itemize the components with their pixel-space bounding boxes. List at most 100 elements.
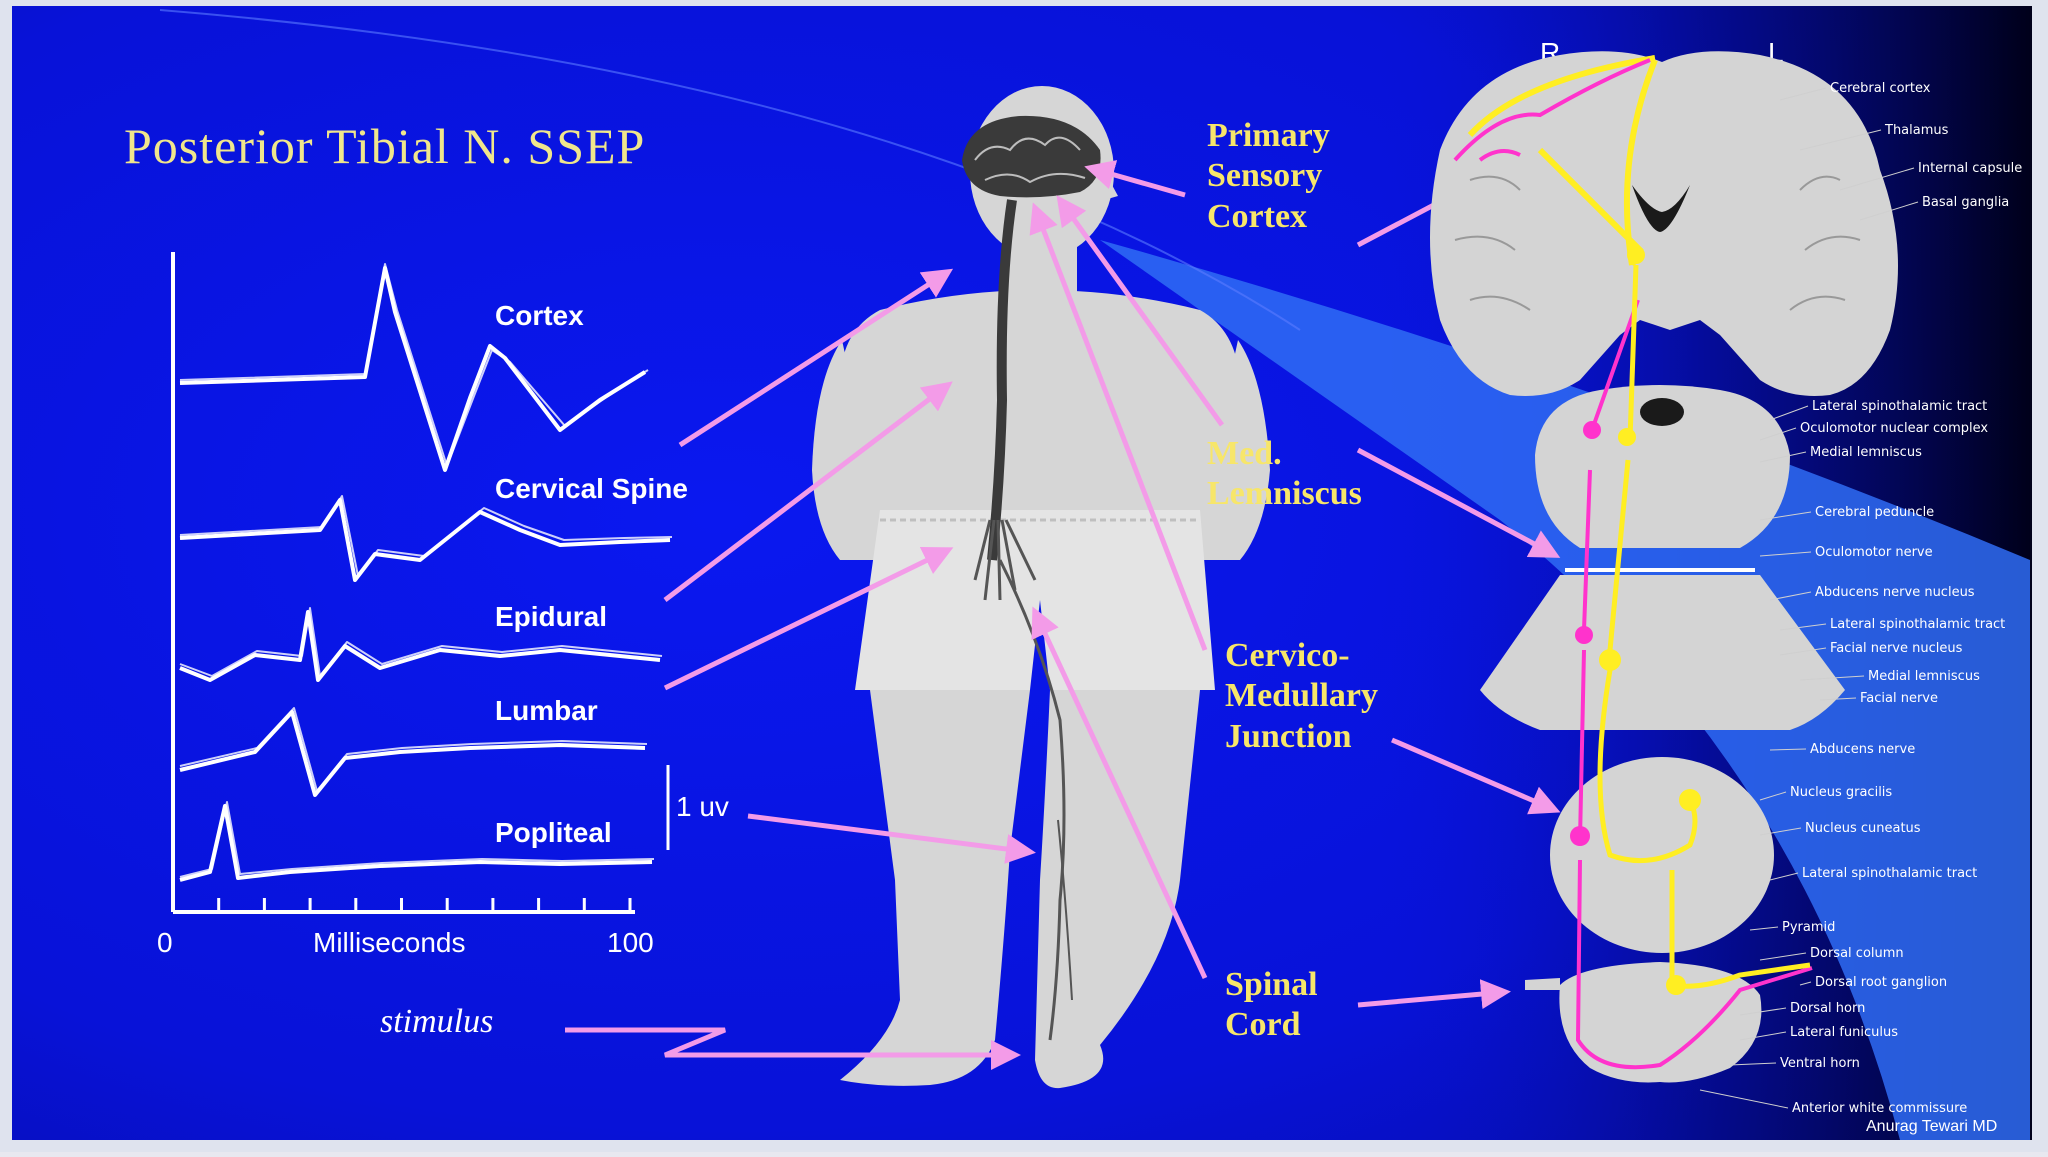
anatomy-leader-line bbox=[1749, 926, 1779, 931]
arrow-stimulus bbox=[565, 1027, 1021, 1070]
callout-primary-sensory-cortex: Primary Sensory Cortex bbox=[1207, 117, 1330, 235]
thalamus-node bbox=[1627, 246, 1645, 264]
anatomy-leader-line bbox=[1739, 1031, 1787, 1041]
anatomy-leader-line bbox=[1799, 129, 1882, 151]
callout-line: Med. bbox=[1207, 435, 1282, 472]
anatomy-label: Pyramid bbox=[1782, 920, 1835, 935]
human-figure bbox=[812, 86, 1270, 1089]
callout-spinal-cord: Spinal Cord bbox=[1225, 966, 1318, 1043]
arrow-spinal-cord-figure bbox=[1031, 606, 1208, 980]
anatomy-label: Medial lemniscus bbox=[1868, 669, 1980, 684]
anatomy-label: Medial lemniscus bbox=[1810, 445, 1922, 460]
figure-right-leg bbox=[1035, 690, 1200, 1089]
anatomy-leader-line bbox=[1759, 791, 1787, 801]
brain-sulci bbox=[1454, 175, 1861, 311]
callout-line: Spinal bbox=[1225, 966, 1318, 1003]
anatomy-label: Ventral horn bbox=[1780, 1056, 1860, 1071]
arrow-epidural-trace bbox=[663, 547, 954, 691]
trace-label-cervical-spine: Cervical Spine bbox=[495, 473, 688, 504]
stimulus-label: stimulus bbox=[380, 1003, 493, 1040]
brain-folds bbox=[974, 136, 1086, 184]
anatomy-leader-line bbox=[1799, 981, 1812, 986]
dorsal-root-ganglion bbox=[1525, 978, 1560, 990]
anatomy-label: Basal ganglia bbox=[1922, 195, 2009, 210]
cord-yellow-dot bbox=[1666, 975, 1686, 995]
arrow-lemniscus-section bbox=[1356, 447, 1561, 558]
callout-line: Medullary bbox=[1225, 677, 1378, 714]
anatomy-label: Lateral funiculus bbox=[1790, 1025, 1898, 1040]
anatomy-leader-line bbox=[1739, 1007, 1787, 1016]
figure-spinal-cord bbox=[987, 199, 1017, 561]
anatomy-label: Oculomotor nuclear complex bbox=[1800, 421, 1988, 436]
figure-right-arm bbox=[1200, 340, 1270, 560]
anatomy-label: Oculomotor nerve bbox=[1815, 545, 1933, 560]
x-axis-min-label: 0 bbox=[157, 927, 173, 958]
anatomy-label: Facial nerve nucleus bbox=[1830, 641, 1963, 656]
anatomy-label: Nucleus gracilis bbox=[1790, 785, 1892, 800]
x-axis-max-label: 100 bbox=[607, 927, 654, 958]
arrow-cortex-trace bbox=[678, 268, 954, 448]
anatomy-label: Lateral spinothalamic tract bbox=[1812, 399, 1987, 414]
x-axis-label: Milliseconds bbox=[313, 927, 466, 958]
callout-line: Cord bbox=[1225, 1006, 1301, 1043]
anatomy-label: Cerebral peduncle bbox=[1815, 505, 1934, 520]
callout-line: Lemniscus bbox=[1207, 475, 1362, 512]
figure-cauda-equina bbox=[973, 519, 1066, 1041]
callout-line: Cortex bbox=[1207, 198, 1307, 235]
anatomy-leader-line bbox=[1769, 591, 1812, 601]
arrow-med-lemniscus bbox=[1056, 195, 1225, 427]
anatomy-label: Thalamus bbox=[1884, 123, 1949, 138]
arrow-primary-cortex bbox=[1084, 160, 1186, 198]
trace-cortex bbox=[179, 263, 649, 472]
anatomy-label: Internal capsule bbox=[1918, 161, 2022, 176]
anatomy-leader-line bbox=[1699, 1089, 1789, 1109]
arrow-cervical-trace bbox=[663, 381, 953, 602]
spinal-cord-section bbox=[1559, 962, 1762, 1083]
arrow-cord-section bbox=[1357, 979, 1511, 1010]
figure-left-leg bbox=[840, 690, 1030, 1086]
pathway-cortex-pink bbox=[1453, 58, 1651, 162]
anatomy-label: Dorsal column bbox=[1810, 946, 1904, 961]
pons-pink-dot bbox=[1575, 626, 1593, 644]
arrow-cervico-medullary bbox=[1029, 202, 1208, 651]
decorative-arc bbox=[159, 9, 1301, 331]
pathway-pink-ascending bbox=[1575, 299, 1813, 1070]
anatomy-leader-line bbox=[1859, 201, 1919, 221]
ventricles bbox=[1632, 185, 1690, 232]
figure-brain bbox=[962, 115, 1101, 198]
anatomy-label: Cerebral cortex bbox=[1830, 81, 1931, 96]
anatomy-label: Abducens nerve nucleus bbox=[1815, 585, 1975, 600]
trace-label-popliteal: Popliteal bbox=[495, 817, 612, 848]
anatomy-leader-line bbox=[1769, 872, 1799, 881]
waveform-plot: Cortex Cervical Spine Epidural Lumbar Po… bbox=[157, 252, 729, 1040]
scale-bar-label: 1 uv bbox=[676, 791, 729, 822]
medulla-yellow-dot bbox=[1679, 789, 1701, 811]
anatomy-label: Dorsal horn bbox=[1790, 1001, 1865, 1016]
credit-text: Anurag Tewari MD bbox=[1866, 1118, 1997, 1135]
anatomy-label: Nucleus cuneatus bbox=[1805, 821, 1921, 836]
anatomy-label: Lateral spinothalamic tract bbox=[1802, 866, 1977, 881]
medulla-pink-dot bbox=[1570, 826, 1590, 846]
anatomy-leader-line bbox=[1759, 511, 1812, 521]
anatomy-leader-line bbox=[1779, 623, 1827, 631]
trace-lumbar bbox=[179, 707, 648, 797]
anatomy-leader-line bbox=[1759, 451, 1807, 463]
trace-epidural bbox=[179, 607, 663, 682]
anatomy-leader-line bbox=[1759, 551, 1812, 557]
x-axis-ticks bbox=[171, 898, 632, 912]
callout-line: Sensory bbox=[1207, 157, 1322, 194]
callout-line: Cervico- bbox=[1225, 637, 1350, 674]
anatomy-leader-line bbox=[1779, 87, 1827, 101]
anatomy-leader-line bbox=[1759, 952, 1807, 961]
trace-popliteal bbox=[179, 801, 655, 882]
cerebral-aqueduct bbox=[1640, 398, 1684, 426]
pons-yellow-dot bbox=[1599, 649, 1621, 671]
anatomy-label: Dorsal root ganglion bbox=[1815, 975, 1947, 990]
anatomy-label: Facial nerve bbox=[1860, 691, 1938, 706]
arrow-cmj-section bbox=[1391, 737, 1561, 815]
trace-label-cortex: Cortex bbox=[495, 300, 584, 331]
callout-cervico-medullary-junction: Cervico- Medullary Junction bbox=[1225, 637, 1378, 755]
figure-sciatic-nerve-branch bbox=[1057, 819, 1073, 1001]
